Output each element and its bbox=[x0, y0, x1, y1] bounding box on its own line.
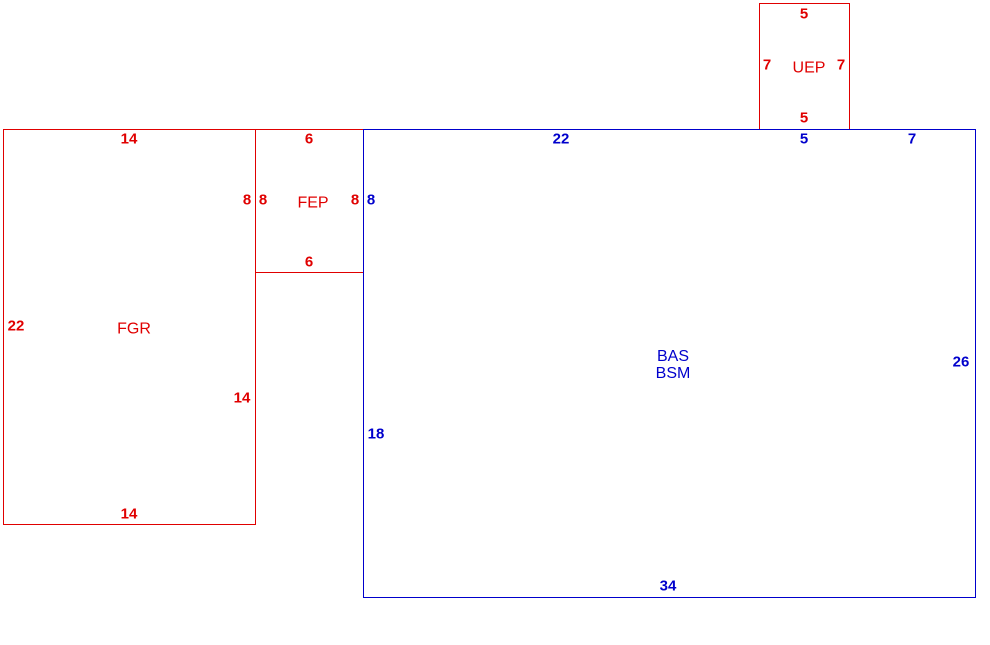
fep-right-dimension: 8 bbox=[350, 191, 360, 209]
fep-bottom-dimension: 6 bbox=[304, 253, 314, 271]
bas-top-dimension-a: 22 bbox=[552, 130, 570, 148]
uep-top-dimension: 5 bbox=[799, 5, 809, 23]
bas-area-outline bbox=[363, 129, 976, 598]
bas-top-dimension-c: 7 bbox=[907, 130, 917, 148]
fgr-bottom-dimension: 14 bbox=[120, 505, 138, 523]
bas-code: BAS bbox=[656, 348, 690, 365]
bas-right-dimension: 26 bbox=[952, 353, 970, 371]
fep-left-dimension: 8 bbox=[258, 191, 268, 209]
fgr-top-dimension: 14 bbox=[120, 130, 138, 148]
uep-bottom-dimension: 5 bbox=[799, 109, 809, 127]
bas-left-upper-dimension: 8 bbox=[366, 191, 376, 209]
uep-left-dimension: 7 bbox=[762, 56, 772, 74]
fgr-area-label: FGR bbox=[117, 320, 151, 338]
bsm-code: BSM bbox=[655, 365, 691, 382]
uep-area-label: UEP bbox=[792, 59, 826, 77]
fep-top-dimension: 6 bbox=[304, 130, 314, 148]
bas-top-dimension-b: 5 bbox=[799, 130, 809, 148]
uep-right-dimension: 7 bbox=[836, 56, 846, 74]
fgr-right-upper-dimension: 8 bbox=[242, 191, 252, 209]
fep-area-label: FEP bbox=[297, 194, 329, 212]
bas-area-label: BAS BSM bbox=[656, 348, 691, 382]
bas-bottom-dimension: 34 bbox=[659, 577, 677, 595]
bas-left-lower-dimension: 18 bbox=[367, 425, 385, 443]
fgr-left-dimension: 22 bbox=[7, 317, 25, 335]
fgr-right-lower-dimension: 14 bbox=[233, 389, 251, 407]
fgr-area-outline bbox=[3, 129, 256, 525]
